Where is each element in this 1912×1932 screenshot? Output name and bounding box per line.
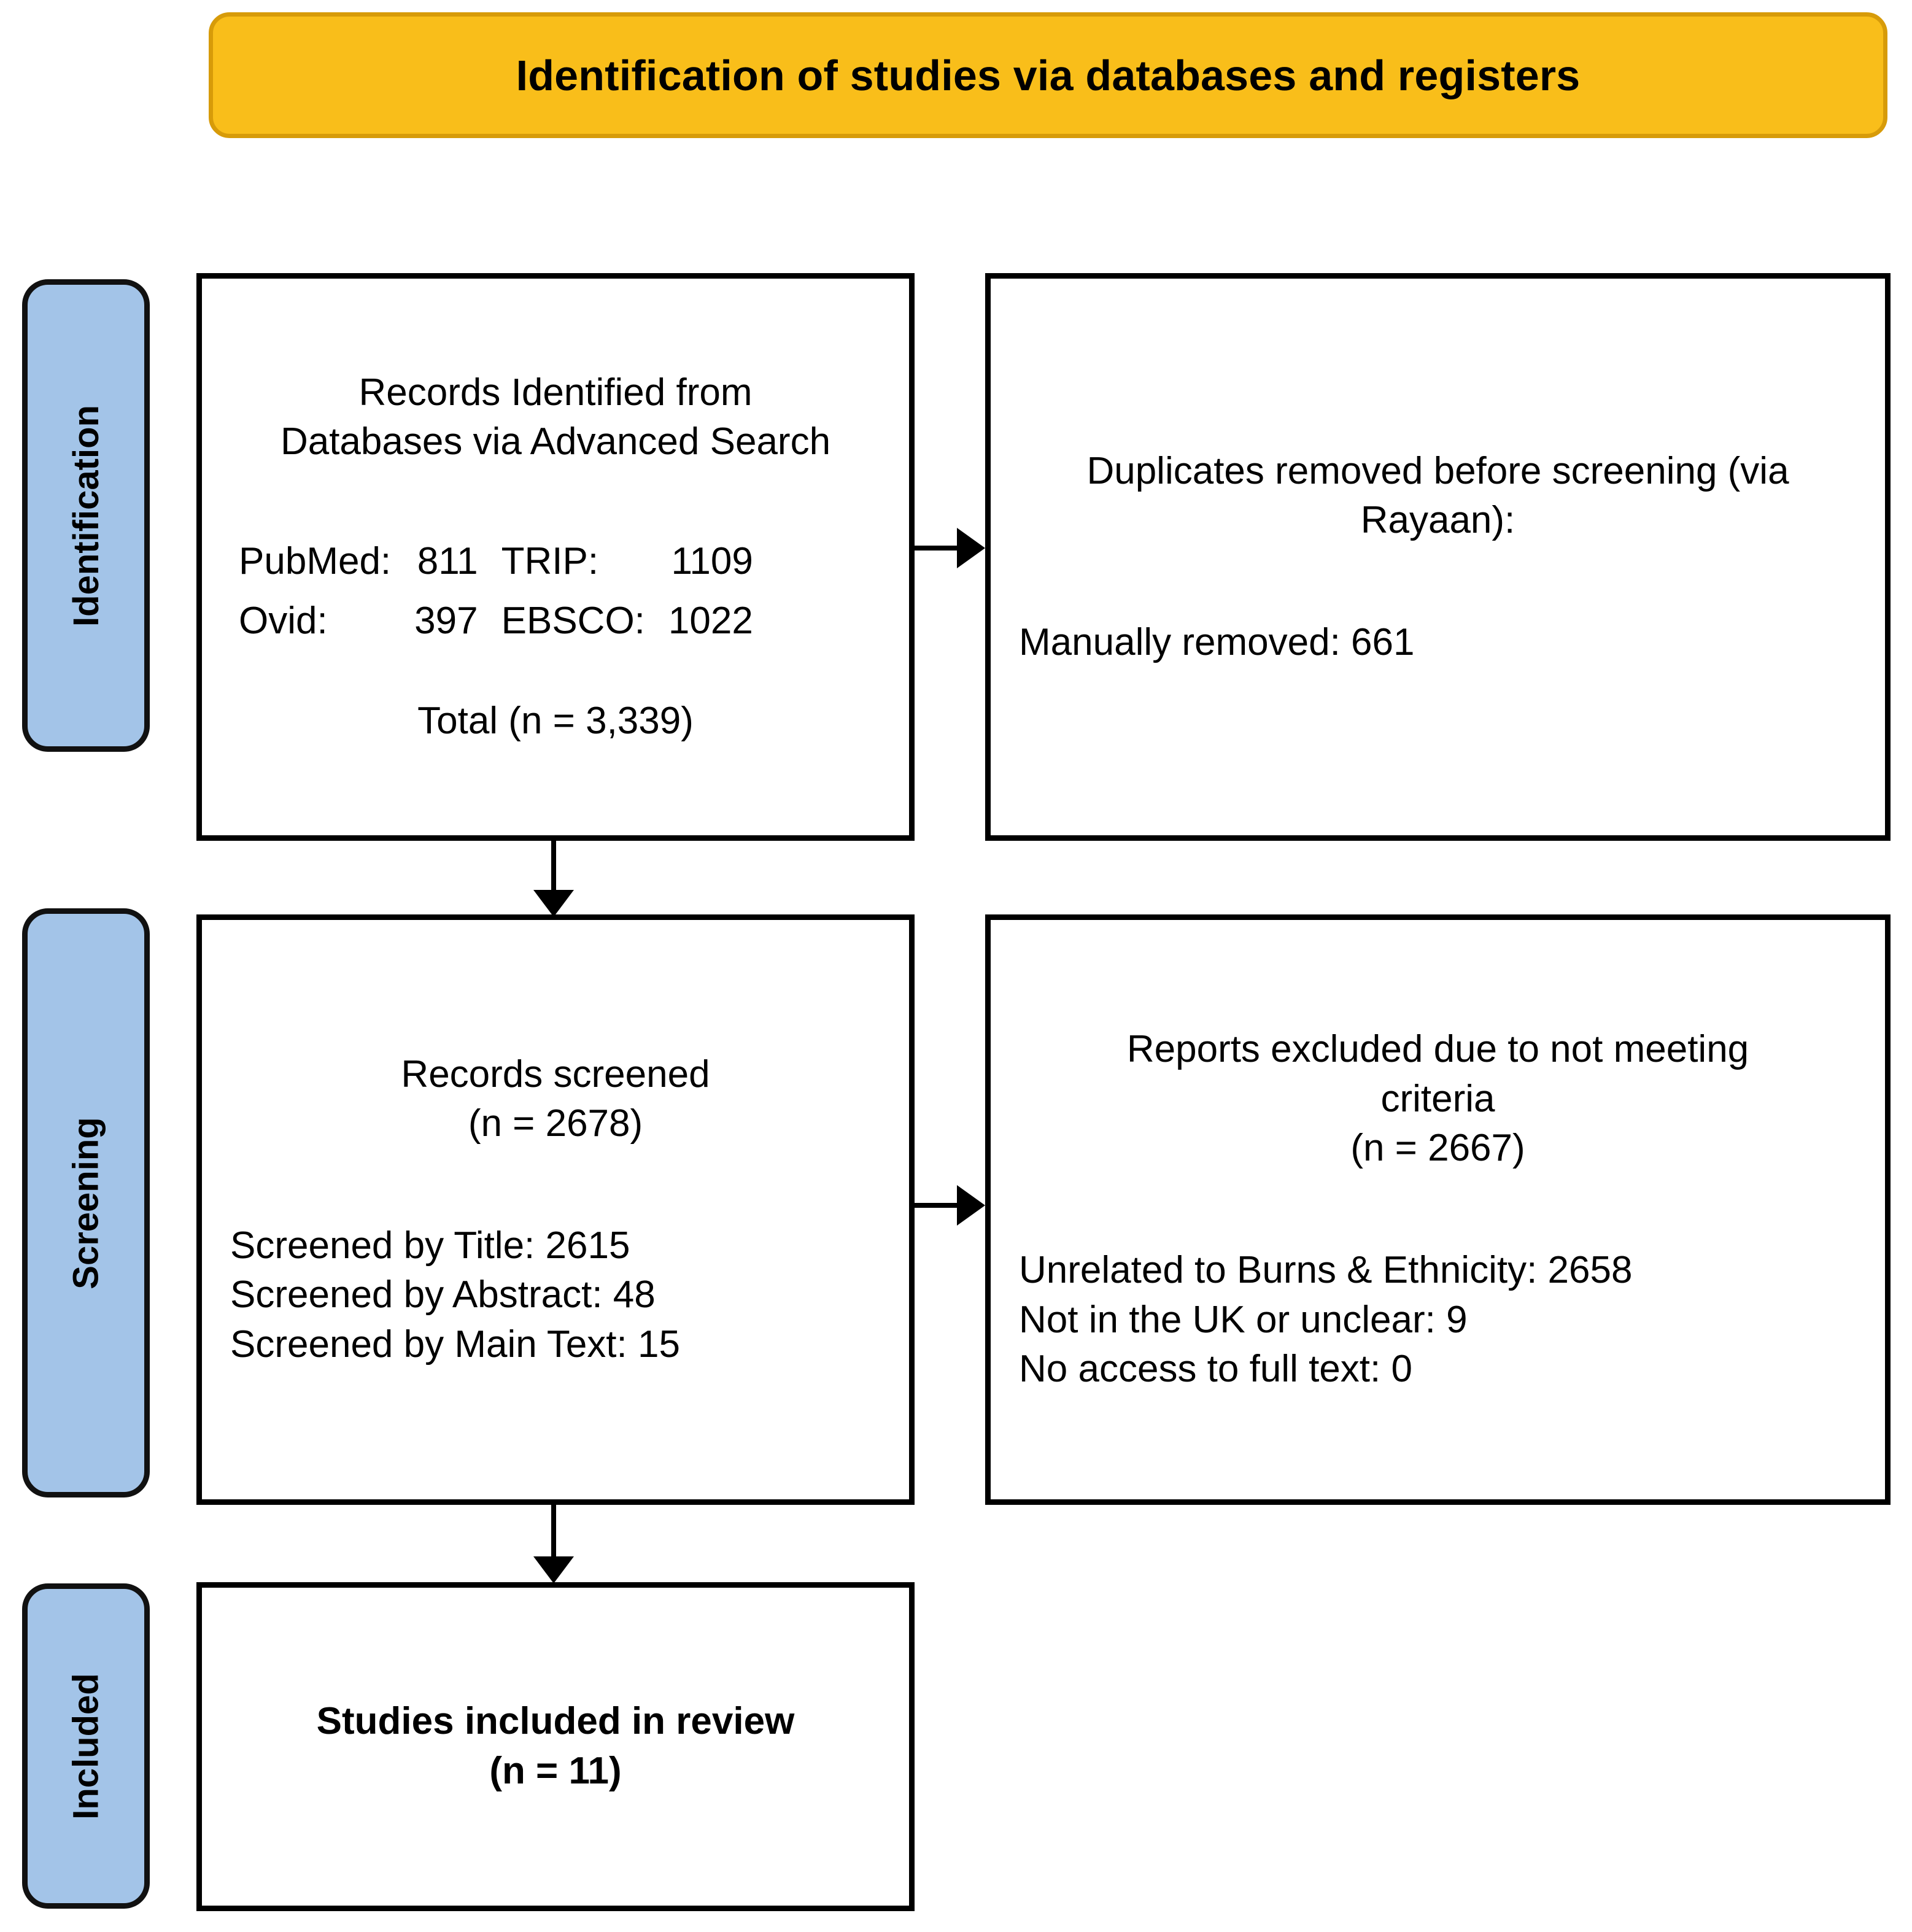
box-duplicates-removed: Duplicates removed before screening (via… <box>985 273 1891 841</box>
duplicates-manually-removed: Manually removed: 661 <box>1019 620 1415 663</box>
diagram-title-text: Identification of studies via databases … <box>516 51 1581 99</box>
studies-included-count: (n = 11) <box>489 1750 622 1792</box>
stage-tab-screening-label: Screening <box>66 1116 106 1289</box>
source-name-trip: TRIP: <box>501 539 599 582</box>
arrow-identified-to-duplicates-shaft <box>913 546 975 551</box>
arrow-identified-to-duplicates-head-icon <box>957 528 985 568</box>
source-count-pubmed: 811 <box>417 539 478 582</box>
exclusion-reason-not-uk: Not in the UK or unclear: 9 <box>1019 1298 1468 1341</box>
duplicates-heading-line1: Duplicates removed before screening (via <box>1086 449 1789 492</box>
source-count-trip: 1109 <box>671 539 753 582</box>
reports-excluded-count: (n = 2667) <box>1350 1127 1525 1170</box>
stage-tab-included: Included <box>22 1583 150 1909</box>
box-studies-included: Studies included in review (n = 11) <box>196 1582 915 1911</box>
studies-included-heading: Studies included in review <box>316 1700 795 1743</box>
reports-excluded-heading-line1: Reports excluded due to not meeting <box>1126 1028 1749 1071</box>
box-records-screened: Records screened (n = 2678) Screened by … <box>196 914 915 1505</box>
screened-by-title: Screened by Title: 2615 <box>230 1224 630 1267</box>
screened-by-main-text: Screened by Main Text: 15 <box>230 1323 680 1366</box>
arrow-screened-to-excluded-shaft <box>913 1203 975 1208</box>
arrow-identified-to-screened-shaft <box>551 840 556 898</box>
source-count-ebsco: 1022 <box>668 599 753 642</box>
records-screened-count: (n = 2678) <box>468 1102 643 1145</box>
arrow-screened-to-included-head-icon <box>533 1556 574 1583</box>
database-source-counts: PubMed: 811 TRIP: 1109 Ovid: 397 EBSCO: … <box>230 539 881 643</box>
records-identified-total: Total (n = 3,339) <box>417 699 694 742</box>
records-identified-heading-line1: Records Identified from <box>358 371 753 414</box>
stage-tab-included-label: Included <box>66 1672 106 1820</box>
screened-by-abstract: Screened by Abstract: 48 <box>230 1273 656 1316</box>
arrow-screened-to-included-shaft <box>551 1504 556 1565</box>
records-identified-heading-line2: Databases via Advanced Search <box>280 420 831 463</box>
records-screened-heading: Records screened <box>401 1053 710 1095</box>
stage-tab-identification-label: Identification <box>66 404 106 627</box>
arrow-identified-to-screened-head-icon <box>533 890 574 917</box>
source-name-pubmed: PubMed: <box>239 539 392 582</box>
reports-excluded-heading-line2: criteria <box>1380 1077 1495 1120</box>
source-name-ovid: Ovid: <box>239 599 328 642</box>
duplicates-heading-line2: Rayaan): <box>1360 499 1515 542</box>
source-name-ebsco: EBSCO: <box>501 599 645 642</box>
stage-tab-screening: Screening <box>22 908 150 1497</box>
exclusion-reason-no-access: No access to full text: 0 <box>1019 1348 1412 1391</box>
arrow-screened-to-excluded-head-icon <box>957 1185 985 1226</box>
box-records-identified: Records Identified from Databases via Ad… <box>196 273 915 841</box>
exclusion-reason-unrelated: Unrelated to Burns & Ethnicity: 2658 <box>1019 1249 1633 1291</box>
diagram-title-banner: Identification of studies via databases … <box>209 12 1887 138</box>
box-reports-excluded: Reports excluded due to not meeting crit… <box>985 914 1891 1505</box>
stage-tab-identification: Identification <box>22 279 150 752</box>
source-count-ovid: 397 <box>414 599 478 642</box>
